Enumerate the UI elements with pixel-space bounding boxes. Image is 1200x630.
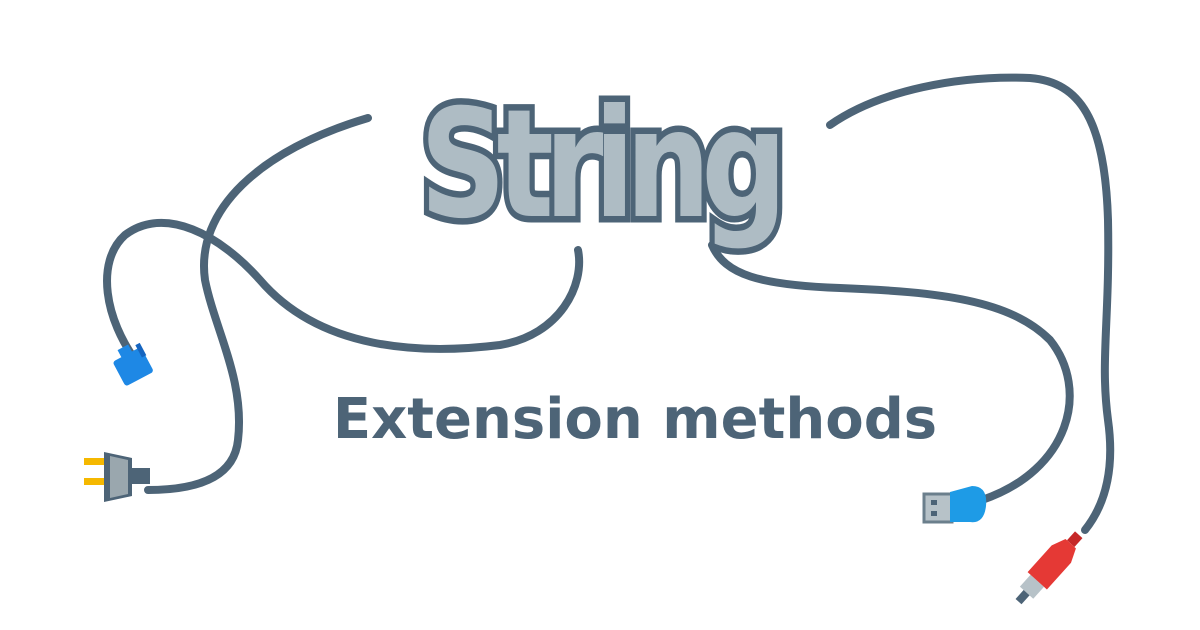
cable-power (144, 114, 372, 494)
subtitle: Extension methods (332, 387, 938, 452)
cable-rca (826, 73, 1115, 534)
cable-usb (708, 241, 1074, 504)
usb-plug-icon (922, 486, 987, 524)
title-logo-text: String (415, 78, 793, 252)
title-container: String (364, 72, 834, 258)
cable-rj45 (103, 218, 584, 366)
rj45-connector-icon (113, 342, 153, 386)
rca-plug-icon (1015, 531, 1083, 605)
power-plug-icon (84, 452, 150, 502)
